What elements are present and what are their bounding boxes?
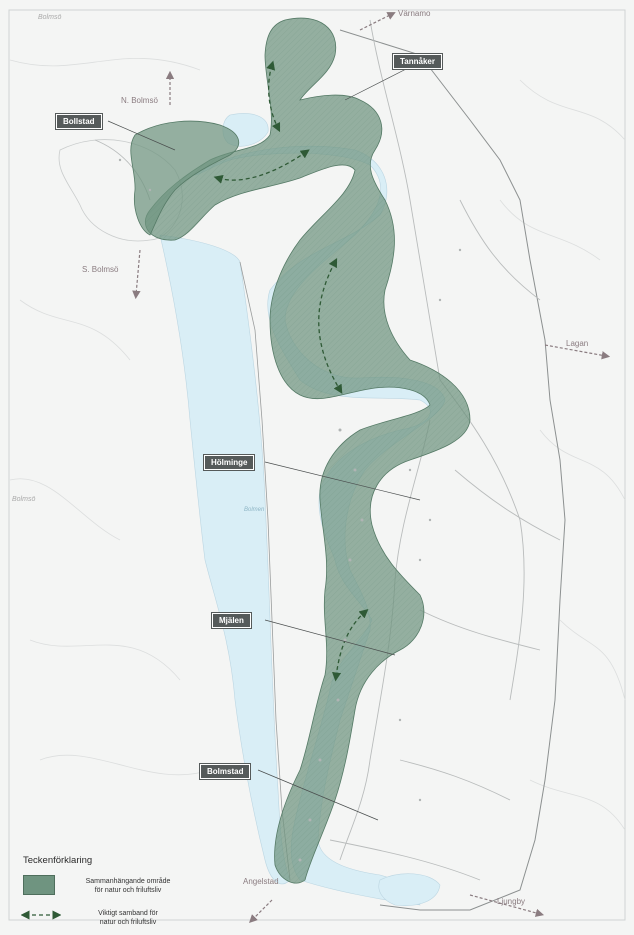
callout-mjalen: Mjälen: [212, 613, 251, 628]
legend-title: Teckenförklaring: [23, 855, 93, 866]
legend-link-line2: natur och friluftsliv: [99, 919, 157, 926]
direction-arrows: [132, 12, 611, 923]
legend-area-label: Sammanhängande område för natur och fril…: [68, 877, 188, 895]
lake-bolmen-west: [159, 234, 291, 885]
callout-holminge: Hölminge: [204, 455, 255, 470]
legend-link-line1: Viktigt samband för: [98, 910, 158, 917]
nature-area-hatch: [145, 18, 470, 884]
label-bolmso-top: Bolmsö: [38, 14, 62, 21]
important-links: [213, 60, 369, 682]
municipal-boundary-west: [239, 261, 291, 881]
lake-bay-south: [378, 873, 441, 906]
link-tannaker: [266, 60, 281, 133]
label-ljungby: Ljungby: [497, 897, 526, 906]
label-lagan: Lagan: [566, 339, 589, 348]
arrow-ljungby: [469, 894, 545, 917]
legend-link-symbol: [21, 910, 61, 920]
legend-area-line2: för natur och friluftsliv: [94, 887, 162, 894]
link-central: [318, 257, 343, 394]
map-frame: [8, 9, 626, 921]
label-s-bolmso: S. Bolmsö: [82, 265, 119, 274]
callout-tannaker: Tannåker: [393, 54, 442, 69]
label-bolmso-left: Bolmsö: [12, 496, 36, 503]
settlements: [118, 158, 462, 862]
callout-bolmstad: Bolmstad: [200, 764, 251, 779]
municipal-boundary: [339, 29, 566, 911]
legend: Teckenförklaring Sammanhängande område f…: [13, 845, 213, 927]
background-roads: [9, 58, 626, 831]
arrow-s-bolmso: [132, 249, 141, 300]
callout-bollstad: Bollstad: [56, 114, 102, 129]
legend-link-label: Viktigt samband för natur och friluftsli…: [68, 909, 188, 927]
legend-area-swatch: [23, 875, 55, 895]
arrow-varnamo: [359, 12, 396, 31]
label-n-bolmso: N. Bolmsö: [121, 96, 158, 105]
legend-area-line1: Sammanhängande område: [85, 878, 171, 885]
label-bolmen: Bolmen: [244, 507, 265, 513]
label-angelstad: Angelstad: [243, 877, 279, 886]
link-bollstad: [213, 149, 310, 184]
link-mjalen: [332, 609, 369, 682]
label-varnamo: Värnamo: [398, 9, 431, 18]
arrow-lagan: [544, 344, 611, 360]
